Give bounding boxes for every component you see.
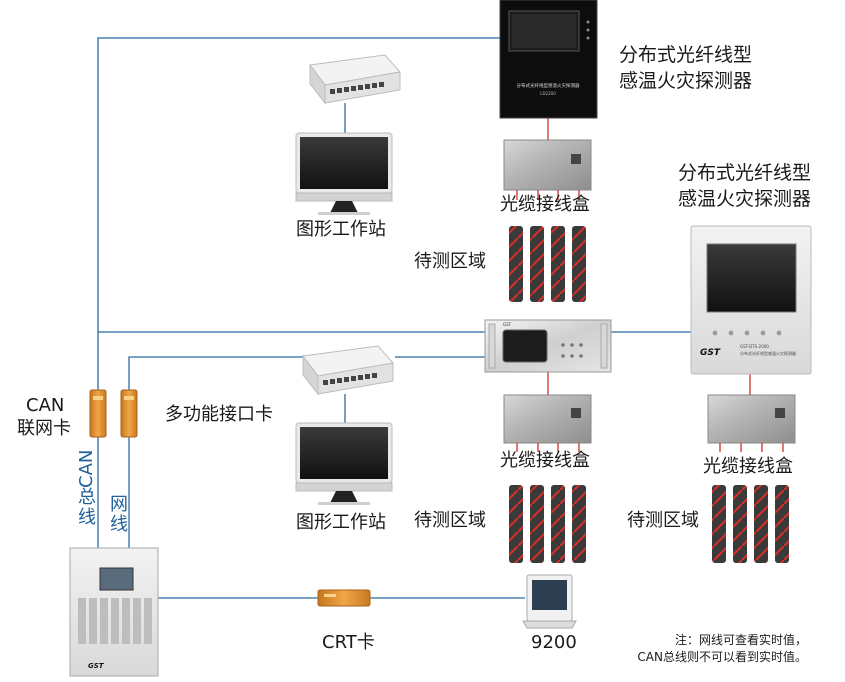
zone-mid-label: 待测区域	[414, 510, 486, 531]
zone-cables-top	[509, 226, 586, 302]
fiber-detector-top: 分布式光纤线型感温火灾探测器 LD2200	[499, 0, 598, 119]
fiber-lines	[547, 118, 751, 395]
network-vertical-char2: 线	[110, 514, 128, 535]
can-bus-vertical-label: CAN 总 线	[76, 450, 98, 528]
detector-right-label-line2: 感温火灾探测器	[678, 188, 812, 210]
terminal-9200	[522, 574, 577, 629]
right-detector-model: GST-DTS-2000	[740, 344, 769, 349]
can-bus-vertical-char1: 总	[78, 487, 96, 508]
network-vertical-char1: 网	[110, 494, 128, 515]
can-network-card	[89, 389, 107, 438]
network-vertical-label: 网 线	[108, 495, 130, 535]
junction-right-label: 光缆接线盒	[703, 456, 793, 477]
workstation-mid-label: 图形工作站	[296, 512, 386, 533]
multi-interface-card-label: 多功能接口卡	[165, 404, 273, 425]
zone-right-label: 待测区域	[627, 510, 699, 531]
detector-right-label-line1: 分布式光纤线型	[678, 162, 812, 184]
zone-top-label: 待测区域	[414, 251, 486, 272]
detector-top-label-line2: 感温火灾探测器	[619, 70, 753, 92]
terminal-9200-label: 9200	[531, 632, 577, 653]
right-detector-brand: GST	[700, 348, 721, 358]
top-detector-model: LD2200	[540, 91, 556, 96]
fiber-junction-box-mid	[503, 394, 592, 444]
crt-card	[317, 589, 371, 607]
right-detector-caption: 分布式光纤线型感温火灾探测器	[740, 350, 796, 356]
multi-interface-card	[120, 389, 138, 438]
footnote: 注：网线可查看实时值， CAN总线则不可以看到实时值。	[637, 632, 807, 666]
crt-card-label: CRT卡	[322, 632, 375, 653]
connection-lines	[97, 37, 692, 599]
top-detector-caption: 分布式光纤线型感温火灾探测器	[517, 82, 580, 89]
junction-top-label: 光缆接线盒	[500, 194, 590, 215]
workstation-monitor-mid	[295, 422, 393, 505]
footnote-line2: CAN总线则不可以看到实时值。	[637, 650, 807, 664]
fire-alarm-controller: GST	[69, 547, 159, 677]
zone-cables-right	[712, 485, 789, 563]
fiber-junction-box-top	[503, 139, 592, 191]
network-switch-mid	[302, 345, 394, 396]
rack-brand: GST	[503, 322, 512, 327]
can-bus-vertical-can: CAN	[76, 449, 97, 488]
network-switch-top	[309, 54, 401, 105]
can-card-label-line1: CAN	[26, 395, 65, 416]
can-card-label-line2: 联网卡	[17, 418, 71, 439]
footnote-line1: 注：网线可查看实时值，	[674, 633, 807, 647]
workstation-top-label: 图形工作站	[296, 219, 386, 240]
controller-brand: GST	[88, 662, 105, 670]
fiber-junction-box-right	[707, 394, 796, 444]
junction-mid-label: 光缆接线盒	[500, 450, 590, 471]
rack-detector-unit: GST	[484, 319, 612, 373]
can-bus-vertical-char2: 线	[78, 507, 96, 528]
network-line	[128, 356, 303, 390]
detector-top-label-line1: 分布式光纤线型	[619, 44, 753, 66]
workstation-monitor-top	[295, 132, 393, 215]
fiber-detector-right: GST GST-DTS-2000 分布式光纤线型感温火灾探测器	[690, 225, 812, 375]
zone-cables-mid	[509, 485, 586, 563]
can-bus-line-top	[97, 37, 500, 390]
